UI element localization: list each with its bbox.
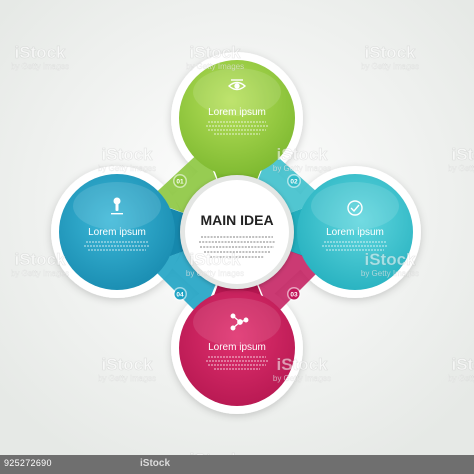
watermark-brand: iStock bbox=[451, 145, 474, 164]
footer-bar bbox=[0, 455, 474, 474]
item-title-03: Lorem ipsum bbox=[208, 342, 266, 353]
watermark-subtitle: by Getty Images bbox=[361, 62, 419, 71]
item-circle-04 bbox=[59, 174, 175, 290]
watermark-subtitle: by Getty Images bbox=[186, 62, 244, 71]
number-label-02: 02 bbox=[290, 179, 298, 186]
watermark-subtitle: by Getty Images bbox=[448, 164, 474, 173]
watermark-brand: iStock bbox=[364, 43, 416, 62]
number-badge-01: 01 bbox=[173, 174, 187, 188]
watermark-brand: iStock bbox=[14, 250, 66, 269]
watermark-brand: iStock bbox=[276, 355, 328, 374]
item-circle-01 bbox=[179, 60, 295, 176]
stock-id: 925272690 bbox=[4, 458, 52, 468]
watermark-subtitle: by Getty Images bbox=[11, 62, 69, 71]
watermark-brand: iStock bbox=[101, 145, 153, 164]
item-text-lines-02 bbox=[322, 241, 388, 251]
number-label-03: 03 bbox=[290, 292, 298, 299]
watermark-brand: iStock bbox=[189, 250, 241, 269]
item-text-lines-04 bbox=[84, 241, 150, 251]
watermark-subtitle: by Getty Images bbox=[186, 269, 244, 278]
molecule-icon bbox=[230, 313, 249, 331]
watermark-brand: iStock bbox=[14, 43, 66, 62]
clock-badge-icon bbox=[347, 200, 363, 216]
number-badge-04: 04 bbox=[173, 287, 187, 301]
number-label-04: 04 bbox=[176, 292, 184, 299]
center-placeholder-lines bbox=[199, 236, 275, 258]
item-title-02: Lorem ipsum bbox=[326, 227, 384, 238]
keyhole-icon bbox=[111, 197, 123, 215]
watermark-brand: iStock bbox=[189, 43, 241, 62]
footer-brand: iStock bbox=[140, 458, 171, 469]
center-title: MAIN IDEA bbox=[200, 212, 273, 228]
item-title-01: Lorem ipsum bbox=[208, 107, 266, 118]
watermark-subtitle: by Getty Images bbox=[98, 164, 156, 173]
watermark-brand: iStock bbox=[364, 250, 416, 269]
watermark-brand: iStock bbox=[101, 355, 153, 374]
eye-icon bbox=[227, 79, 247, 91]
item-circle-03 bbox=[179, 290, 295, 406]
watermark-subtitle: by Getty Images bbox=[361, 269, 419, 278]
number-badge-02: 02 bbox=[287, 174, 301, 188]
watermark-subtitle: by Getty Images bbox=[98, 374, 156, 383]
watermark-brand: iStock bbox=[276, 145, 328, 164]
number-label-01: 01 bbox=[176, 179, 184, 186]
item-text-lines-03 bbox=[206, 356, 268, 370]
watermark-subtitle: by Getty Images bbox=[11, 269, 69, 278]
watermark-subtitle: by Getty Images bbox=[273, 374, 331, 383]
watermark-subtitle: by Getty Images bbox=[448, 374, 474, 383]
item-circle-02 bbox=[297, 174, 413, 290]
item-text-lines-01 bbox=[206, 121, 268, 135]
watermark-subtitle: by Getty Images bbox=[273, 164, 331, 173]
center-circle bbox=[180, 175, 294, 289]
watermark-brand: iStock bbox=[451, 355, 474, 374]
number-badge-03: 03 bbox=[287, 287, 301, 301]
item-title-04: Lorem ipsum bbox=[88, 227, 146, 238]
